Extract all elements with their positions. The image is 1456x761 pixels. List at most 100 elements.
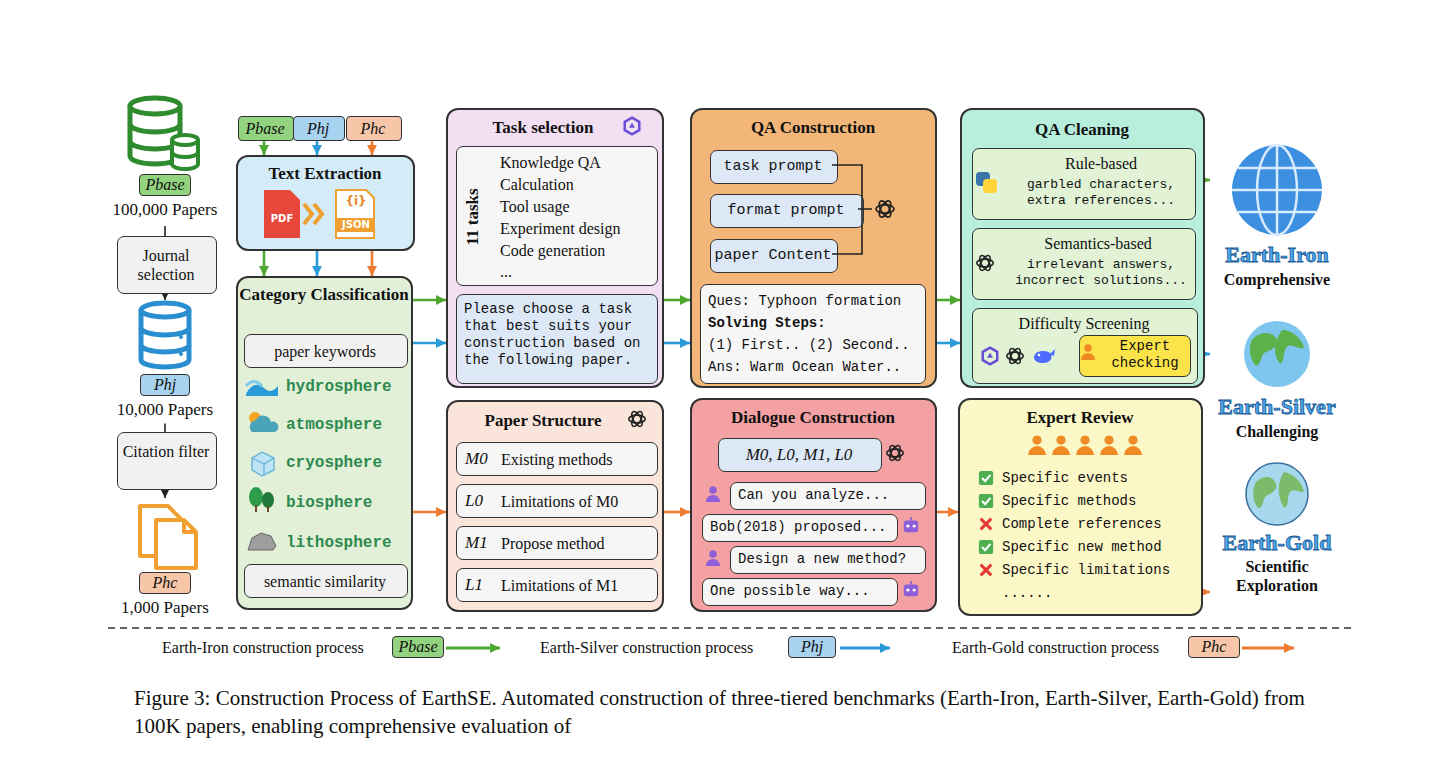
node-text: QA Construction	[692, 118, 934, 138]
flow-arrow	[263, 251, 266, 276]
flow-arrow	[371, 141, 374, 155]
prompt-box: Please choose a task that best suits you…	[456, 294, 658, 384]
node-text: Semantics-based	[1003, 234, 1193, 253]
node-text: Text Extraction	[238, 164, 412, 184]
node-text: paper keywords	[245, 342, 405, 361]
database-icon	[141, 303, 189, 367]
node-text: Difficulty Screening	[973, 314, 1195, 333]
flow-arrow	[164, 423, 166, 432]
process-panel: M0Existing methodsL0Limitations of M0 M1P…	[446, 400, 664, 612]
set-tag: Pbase	[238, 116, 294, 141]
legend-text: Earth-Silver construction process	[540, 638, 753, 657]
node-text: L0	[465, 491, 499, 511]
node-text: Code generation	[500, 241, 655, 260]
flow-arrow	[316, 251, 319, 276]
model-icon	[1007, 347, 1024, 365]
benchmark-node: Earth-IronComprehensive	[1210, 142, 1347, 292]
structure-box: L1Limitations of M1	[456, 568, 658, 602]
node-text: Earth-Gold	[1210, 530, 1344, 556]
process-panel: Rule-basedgarbled characters, extra refe…	[960, 108, 1205, 388]
globe-silver	[1244, 321, 1310, 387]
node-text: Existing methods	[501, 450, 653, 469]
review-panel: Expert ReviewSpecific eventsSpecific met…	[958, 398, 1203, 616]
expert-icons	[1028, 435, 1142, 454]
node-text: Specific new method	[1002, 539, 1192, 556]
legend-text: Earth-Gold construction process	[952, 638, 1159, 657]
document-icon	[140, 506, 196, 568]
node-text: 100,000 Papers	[100, 200, 230, 220]
database-icon	[130, 98, 198, 169]
node-text: Pbase	[139, 174, 191, 196]
node-text: Bob(2018) proposed...	[710, 519, 894, 536]
flow-arrow	[263, 141, 266, 155]
node-text: Scientific Exploration	[1210, 557, 1344, 595]
node-text: paper Content	[711, 247, 835, 265]
figure-caption: Figure 3: Construction Process of EarthS…	[134, 684, 1334, 740]
flow-arrow	[937, 299, 960, 302]
benchmark-node: Earth-SilverChallenging	[1210, 318, 1347, 444]
bracket	[832, 165, 872, 254]
model-icon	[876, 199, 894, 219]
node-text: Specific events	[1002, 470, 1192, 487]
separator	[108, 627, 1356, 629]
node-text: Specific methods	[1002, 493, 1192, 510]
chat-bubble: Bob(2018) proposed...	[702, 514, 898, 542]
node-text: Propose method	[501, 534, 653, 553]
node-text: 11 tasks	[463, 188, 483, 245]
label-text: JSON	[336, 219, 376, 231]
node-text: Limitations of M0	[501, 492, 653, 511]
node-text: Citation filter	[118, 442, 214, 461]
prompt-box: paper Content	[710, 239, 838, 273]
legend-text: Earth-Iron construction process	[162, 638, 364, 657]
node-text: Limitations of M1	[501, 576, 653, 595]
flow-arrow	[664, 299, 690, 302]
model-icon	[977, 254, 994, 272]
node-text: Phc	[347, 119, 399, 138]
chat-bubble: Can you analyze...	[730, 482, 926, 510]
node-text: Experiment design	[500, 219, 655, 238]
flow-arrow	[316, 141, 319, 155]
node-text: format prompt	[711, 202, 861, 220]
process-panel: M0, L0, M1, L0Can you analyze...Bob(2018…	[690, 398, 937, 612]
node-text: Category Classification	[238, 285, 410, 305]
node-text: Comprehensive	[1210, 270, 1344, 289]
robot-icon	[904, 581, 918, 596]
node-text: Ans: Warm Ocean Water..	[708, 359, 922, 376]
cleaning-box: Semantics-based irrelevant answers, incor…	[972, 228, 1196, 300]
keyword-box: paper keywords	[244, 334, 408, 368]
label-text: Pbase	[392, 636, 444, 658]
node-text: Specific limitations	[1002, 562, 1192, 579]
node-text: biosphere	[286, 494, 404, 513]
flow-arrow	[413, 299, 446, 302]
node-text: ......	[1002, 585, 1192, 602]
node-text: Tool usage	[500, 197, 655, 216]
model-icon	[625, 118, 640, 135]
node-text: M1	[465, 533, 499, 553]
node-text: garbled characters, extra references...	[1009, 177, 1193, 208]
person-icon	[706, 486, 720, 502]
node-text: irrelevant answers, incorrect solutions.…	[1009, 257, 1193, 288]
node-text: Expert Review	[960, 408, 1200, 428]
node-text: M0	[465, 449, 499, 469]
flow-arrow	[164, 294, 166, 300]
process-panel: paper keywords semantic similarity Categor…	[236, 276, 413, 610]
node-text: 1,000 Papers	[100, 598, 230, 618]
node-text: 10,000 Papers	[100, 400, 230, 420]
node-text: Journal selection	[118, 246, 214, 284]
flow-arrow	[371, 251, 374, 276]
source-node: Pbase 100,000 Papers	[100, 92, 233, 226]
process-panel: Text Extraction	[236, 155, 415, 251]
node-text: cryosphere	[286, 454, 404, 473]
cleaning-box: Expert checkingDifficulty Screening	[972, 308, 1198, 384]
flow-arrow	[937, 342, 960, 345]
flow-arrow	[1203, 591, 1210, 594]
model-icon	[983, 348, 998, 365]
benchmark-node: Earth-GoldScientific Exploration	[1210, 460, 1347, 600]
prompt-box: task prompt	[710, 150, 838, 184]
keyword-box: semantic similarity	[244, 564, 408, 598]
structure-box: M1Propose method	[456, 526, 658, 560]
robot-icon	[904, 517, 918, 532]
globe-gold	[1246, 463, 1308, 525]
node-text: semantic similarity	[245, 572, 405, 591]
